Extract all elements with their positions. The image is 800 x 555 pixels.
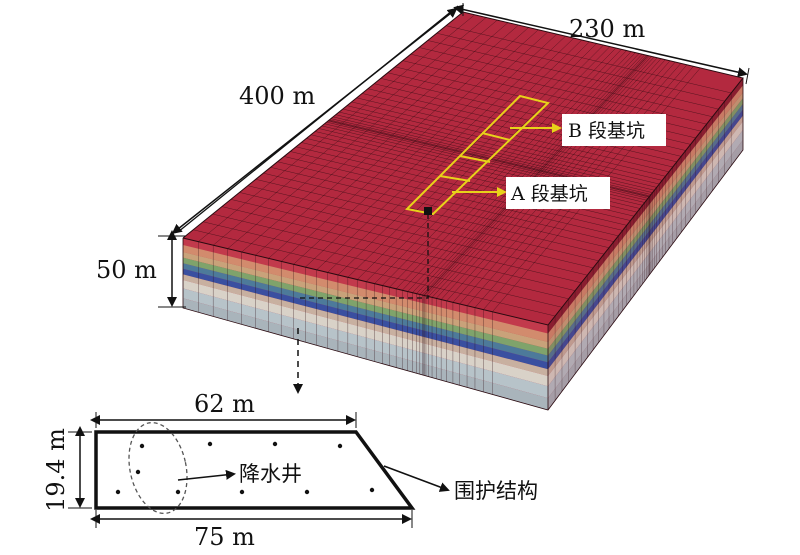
well-dot <box>115 489 121 495</box>
stratum-band <box>183 280 548 387</box>
depth-label: 50 m <box>96 256 157 284</box>
mesh-line <box>424 55 649 296</box>
side-strata <box>548 78 743 411</box>
stratum-band <box>183 288 548 399</box>
stratum-band <box>183 257 548 356</box>
wall-label: 围护结构 <box>454 479 538 503</box>
stratum-band <box>548 139 743 411</box>
well-label: 降水井 <box>239 462 302 486</box>
mesh-line <box>419 54 645 295</box>
dashed-leader <box>298 214 429 299</box>
excavation-marker <box>424 207 432 215</box>
mesh-line <box>374 46 611 284</box>
stratum-band <box>548 109 743 370</box>
stratum-band <box>548 103 743 363</box>
mesh-line <box>428 56 652 297</box>
zone-a-callout: A 段基坑 <box>452 177 610 209</box>
stratum-band <box>183 274 548 376</box>
plan-outline <box>94 430 416 510</box>
wells <box>115 441 375 495</box>
well-dot <box>369 487 375 493</box>
zone-b-callout: B 段基坑 <box>510 114 666 146</box>
stratum-band <box>548 92 743 349</box>
well-dot <box>239 489 245 495</box>
dimension-length: 400 m <box>171 5 459 234</box>
mesh-line <box>423 55 648 296</box>
zone-a-label: A 段基坑 <box>510 183 588 205</box>
well-dot <box>175 489 181 495</box>
dimension-depth: 50 m <box>96 230 186 308</box>
mesh-line <box>402 51 632 291</box>
stratum-band <box>183 238 548 334</box>
stratum-band <box>548 98 743 356</box>
stratum-band <box>548 85 743 342</box>
width-label: 230 m <box>569 15 645 43</box>
well-dot <box>139 443 145 449</box>
stratum-band <box>548 115 743 376</box>
mesh-line <box>416 54 643 294</box>
stratum-band <box>183 252 548 349</box>
stratum-band <box>183 268 548 370</box>
mesh-line <box>389 49 622 288</box>
plan-top-width-label: 62 m <box>194 390 255 418</box>
plan-bottom-width-label: 75 m <box>194 523 255 551</box>
well-dot <box>337 443 343 449</box>
plan-view: 降水井 围护结构 62 m 75 m 19.4 m <box>42 390 538 551</box>
stratum-band <box>183 298 548 410</box>
mesh-line <box>347 41 590 278</box>
well-dot <box>207 441 213 447</box>
mesh-line <box>422 55 647 296</box>
length-label: 400 m <box>239 82 315 110</box>
mesh-line <box>203 221 563 308</box>
stratum-band <box>548 121 743 387</box>
mesh-line <box>396 50 627 289</box>
stratum-band <box>548 78 743 334</box>
stratum-band <box>183 245 548 342</box>
model-block <box>182 11 744 411</box>
well-dot <box>272 441 278 447</box>
plan-height-label: 19.4 m <box>42 428 70 512</box>
mesh-line <box>407 52 636 292</box>
mesh-line <box>412 53 640 293</box>
well-dot <box>135 469 141 475</box>
stratum-band <box>548 129 743 399</box>
mesh-line <box>357 43 597 280</box>
dimension-width: 230 m <box>453 3 750 85</box>
mesh-line <box>382 47 617 286</box>
model-front-face <box>183 238 548 410</box>
stratum-band <box>183 263 548 363</box>
mesh-line <box>425 55 650 297</box>
mesh-line <box>193 229 556 317</box>
zone-b-label: B 段基坑 <box>568 120 645 142</box>
well-dot <box>304 489 310 495</box>
